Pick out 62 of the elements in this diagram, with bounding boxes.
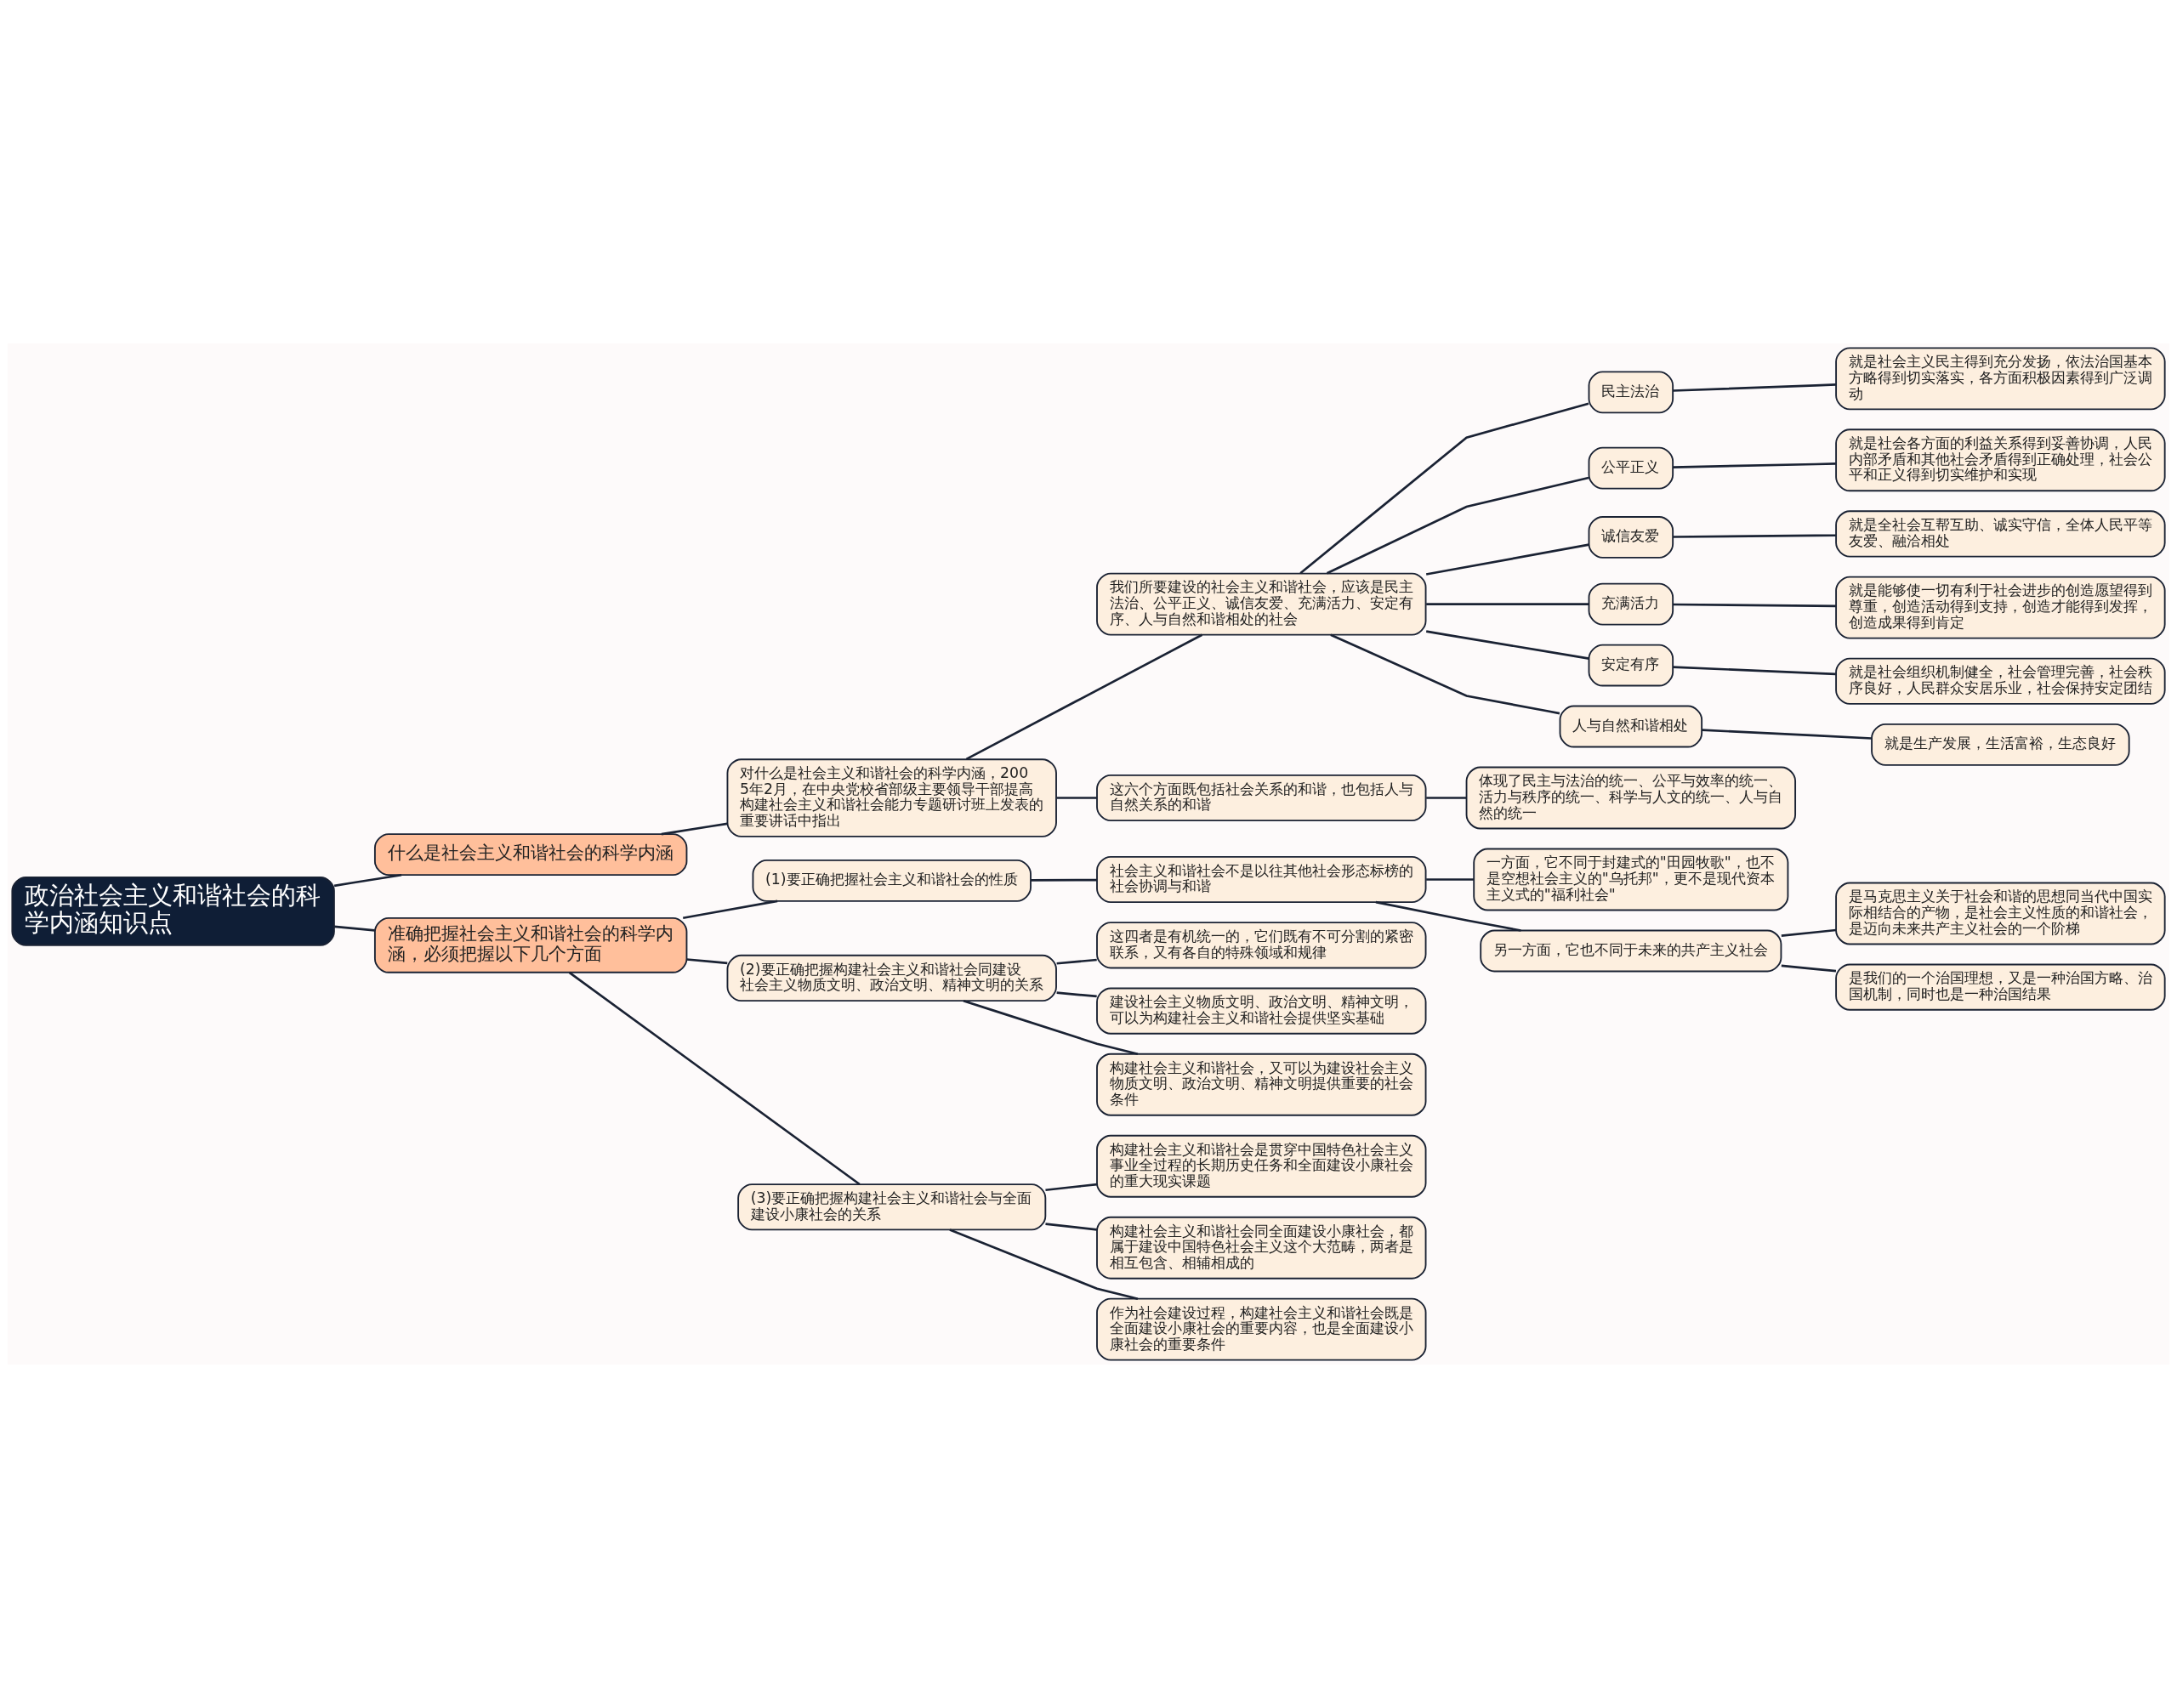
connector: [568, 971, 861, 1186]
connector: [1425, 630, 1589, 660]
node-box: 民主法治: [1588, 371, 1674, 414]
node-box: 构建社会主义和谐社会是贯穿中国特色社会主义事业全过程的长期历史任务和全面建设小康社会的重大现实课题: [1096, 1134, 1427, 1198]
node-box: 另一方面，它也不同于未来的共产主义社会: [1480, 929, 1782, 973]
node-box: 就是能够使一切有利于社会进步的创造愿望得到尊重，创造活动得到支持，创造才能得到发挥，创造成果得到肯定: [1835, 576, 2166, 639]
connector: [1045, 1183, 1097, 1192]
node-box: 一方面，它不同于封建式的"田园牧歌"，也不是空想社会主义的"乌托邦"，更不是现代资本主义式的"福利社会": [1473, 848, 1789, 911]
node-box: 公平正义: [1588, 446, 1674, 490]
node-box: 体现了民主与法治的统一、公平与效率的统一、活力与秩序的统一、科学与人文的统一、人与自然的统一: [1465, 766, 1797, 830]
connector: [1781, 928, 1837, 937]
connector: [1045, 1223, 1097, 1231]
connector: [1425, 543, 1589, 576]
node-box: (1)要正确把握社会主义和谐社会的性质: [752, 859, 1032, 902]
node-box: 什么是社会主义和谐社会的科学内涵: [373, 833, 688, 877]
node-box: 对什么是社会主义和谐社会的科学内涵，2005年2月，在中央党校省部级主要领导干部提高构建社会主义和谐社会能力专题研讨班上发表的重要讲话中指出: [726, 758, 1057, 837]
connector: [1031, 878, 1097, 882]
node-box: 就是社会各方面的利益关系得到妥善协调，人民内部矛盾和其他社会矛盾得到正确处理，社会公平和正义得到切实维护和实现: [1835, 428, 2166, 492]
connector: [686, 958, 728, 965]
node-box: 是我们的一个治国理想，又是一种治国方略、治国机制，同时也是一种治国结果: [1835, 963, 2166, 1011]
node-box: 作为社会建设过程，构建社会主义和谐社会既是全面建设小康社会的重要内容，也是全面建设小康社会的重要条件: [1096, 1297, 1427, 1361]
node-box: 建设社会主义物质文明、政治文明、精神文明，可以为构建社会主义和谐社会提供坚实基础: [1096, 987, 1427, 1035]
connector: [1673, 383, 1836, 392]
node-box: 这四者是有机统一的，它们既有不可分割的紧密联系，又有各自的特殊领域和规律: [1096, 922, 1427, 969]
node-box: 构建社会主义和谐社会同全面建设小康社会，都属于建设中国特色社会主义这个大范畴，两者是相互包含、相辅相成的: [1096, 1216, 1427, 1280]
node-box: 构建社会主义和谐社会，又可以为建设社会主义物质文明、政治文明、精神文明提供重要的社会条件: [1096, 1053, 1427, 1116]
node-box: 政治社会主义和谐社会的科学内涵知识点: [11, 876, 335, 946]
node-box: (2)要正确把握构建社会主义和谐社会同建设社会主义物质文明、政治文明、精神文明的关系: [726, 954, 1057, 1002]
connector: [1056, 958, 1097, 965]
connector: [1056, 991, 1097, 998]
connector: [1673, 462, 1836, 468]
node-box: 诚信友爱: [1588, 516, 1674, 559]
connector: [1426, 603, 1589, 605]
connector: [1673, 666, 1836, 676]
connector: [1426, 797, 1467, 799]
node-box: 就是社会主义民主得到充分发扬，依法治国基本方略得到切实落实，各方面积极因素得到广泛调动: [1835, 347, 2166, 411]
node-box: 是马克思主义关于社会和谐的思想同当代中国实际相结合的产物，是社会主义性质的和谐社会，是迈向未来共产主义社会的一个阶梯: [1835, 882, 2166, 945]
connector: [682, 899, 778, 920]
node-box: 人与自然和谐相处: [1559, 705, 1703, 748]
node-box: (3)要正确把握构建社会主义和谐社会与全面建设小康社会的关系: [737, 1183, 1047, 1231]
connector: [1330, 633, 1560, 715]
connector: [333, 873, 402, 888]
connector: [1673, 603, 1836, 608]
node-box: 就是社会组织机制健全，社会管理完善，社会秩序良好，人民群众安居乐业，社会保持安定团结: [1835, 657, 2166, 705]
connector: [965, 633, 1203, 761]
node-box: 我们所要建设的社会主义和谐社会，应该是民主法治、公平正义、诚信友爱、充满活力、安定有序、人与自然和谐相处的社会: [1096, 572, 1427, 636]
connector: [1426, 878, 1474, 881]
connector: [334, 925, 375, 932]
connector: [1781, 964, 1837, 973]
node-box: 准确把握社会主义和谐社会的科学内涵，必须把握以下几个方面: [373, 916, 688, 973]
connector: [1299, 402, 1589, 575]
node-box: 充满活力: [1588, 582, 1674, 626]
connector: [1056, 797, 1097, 799]
node-box: 社会主义和谐社会不是以往其他社会形态标榜的社会协调与和谐: [1096, 855, 1427, 904]
connector: [661, 822, 728, 836]
node-box: 这六个方面既包括社会关系的和谐，也包括人与自然关系的和谐: [1096, 774, 1427, 822]
connector: [1702, 729, 1872, 740]
node-box: 就是生产发展，生活富裕，生态良好: [1871, 723, 2130, 766]
node-box: 就是全社会互帮互助、诚实守信，全体人民平等友爱、融洽相处: [1835, 510, 2166, 558]
node-box: 安定有序: [1588, 644, 1674, 687]
connector: [1673, 534, 1836, 538]
connector: [1326, 476, 1589, 575]
